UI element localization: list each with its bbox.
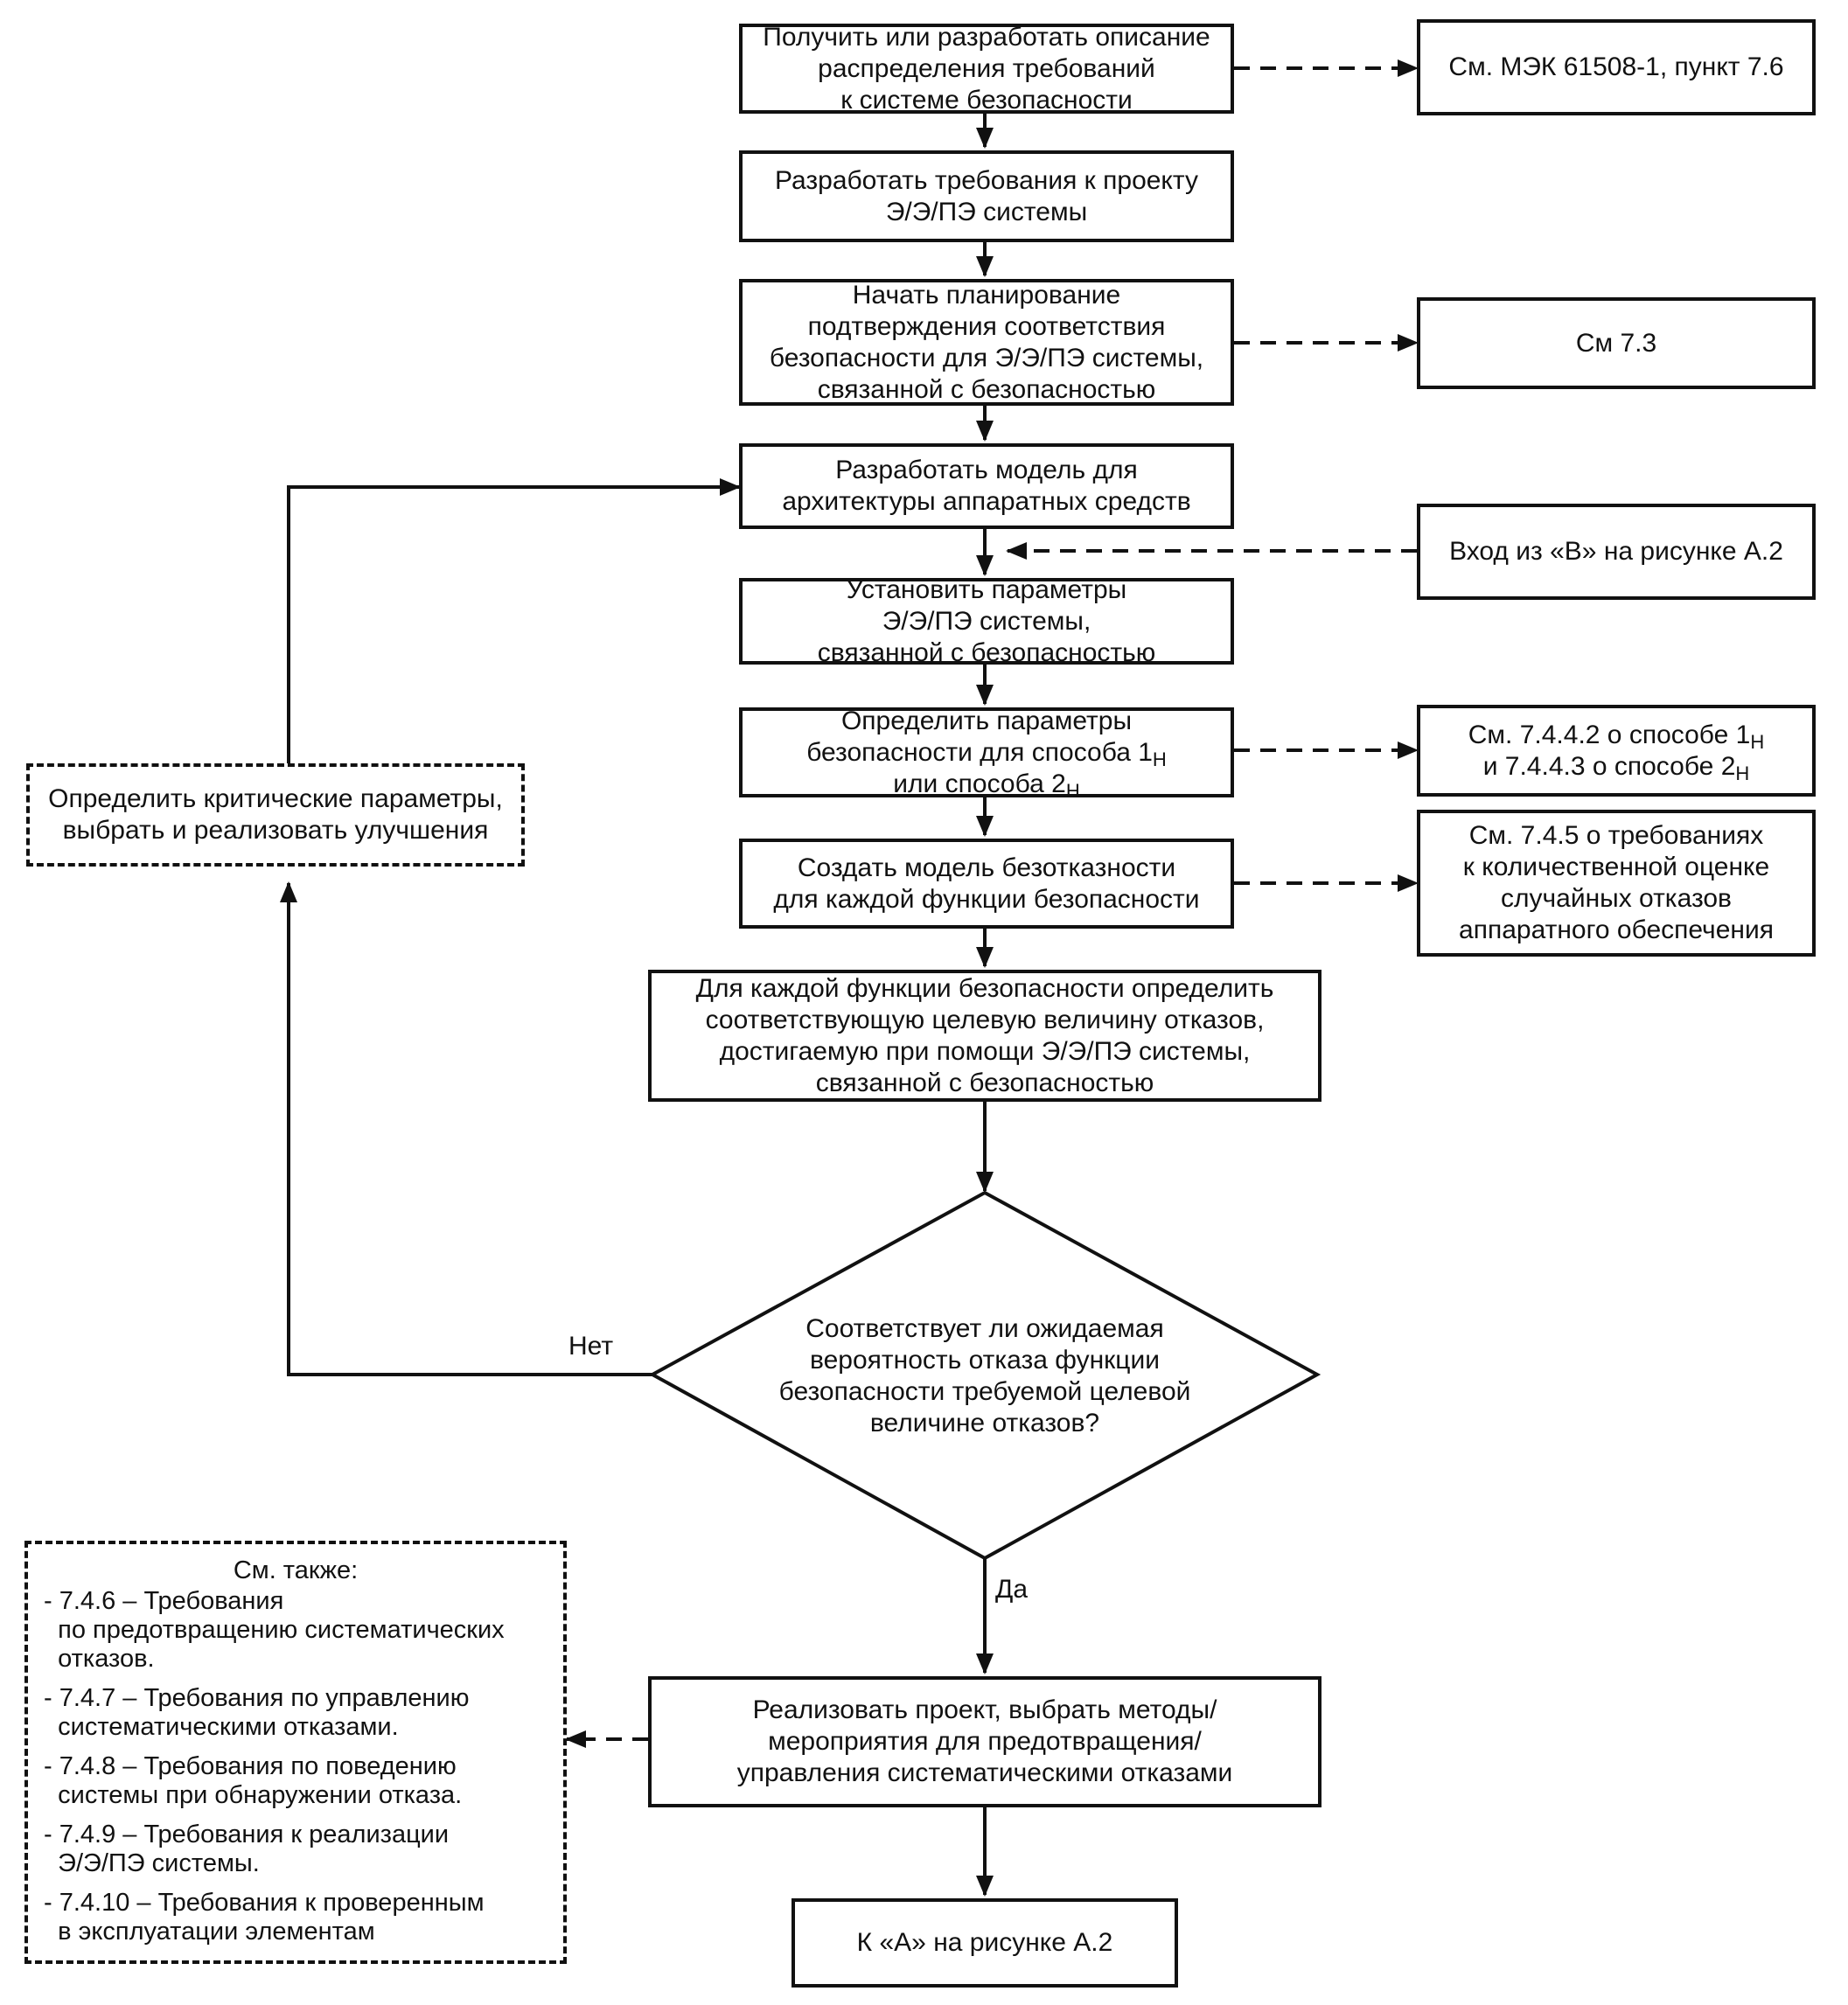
see-7442-line1: См. 7.4.4.2 о способе 1: [1468, 720, 1751, 749]
arrow-no-branch: [280, 881, 652, 1376]
box-obtain-description-text: Получить или разработать описание распре…: [763, 22, 1210, 115]
box-see-iec-text: См. МЭК 61508-1, пункт 7.6: [1448, 52, 1784, 81]
box-see-7-3: См 7.3: [1417, 297, 1816, 389]
box-see-7442-text: См. 7.4.4.2 о способе 1H и 7.4.4.3 о спо…: [1468, 720, 1764, 783]
box-set-parameters-text: Установить параметры Э/Э/ПЭ системы, свя…: [817, 574, 1156, 667]
see-also-item: - 7.4.6 – Требования по предотвращению с…: [44, 1587, 563, 1674]
box-create-model-text: Создать модель безотказности для каждой …: [773, 853, 1200, 914]
box-implement: Реализовать проект, выбрать методы/ меро…: [648, 1676, 1321, 1807]
see-also-item-line: - 7.4.8 – Требования по поведению: [44, 1752, 457, 1780]
box-determine-params-text: Определить параметры безопасности для сп…: [806, 706, 1167, 802]
box-see-745: См. 7.4.5 о требованиях к количественной…: [1417, 810, 1816, 957]
box-see-7442: См. 7.4.4.2 о способе 1H и 7.4.4.3 о спо…: [1417, 705, 1816, 797]
see-also-item-line: - 7.4.9 – Требования к реализации: [44, 1821, 450, 1848]
determine-params-line2-sub: H: [1152, 748, 1167, 770]
see-also-item: - 7.4.7 – Требования по управлению систе…: [44, 1684, 563, 1742]
see-also-item: - 7.4.8 – Требования по поведению систем…: [44, 1752, 563, 1810]
determine-params-line1: Определить параметры: [840, 706, 1133, 735]
see-also-item: - 7.4.10 – Требования к проверенным в эк…: [44, 1889, 563, 1946]
see-7442-line2: и 7.4.4.3 о способе 2: [1482, 751, 1736, 781]
see-also-item: - 7.4.9 – Требования к реализации Э/Э/ПЭ…: [44, 1821, 563, 1878]
box-develop-model: Разработать модель для архитектуры аппар…: [739, 443, 1234, 529]
box-see-745-text: См. 7.4.5 о требованиях к количественной…: [1459, 821, 1774, 944]
see-also-item-line: - 7.4.10 – Требования к проверенным: [44, 1889, 485, 1917]
box-develop-requirements-text: Разработать требования к проекту Э/Э/ПЭ …: [775, 165, 1198, 226]
box-to-a: К «А» на рисунке А.2: [792, 1898, 1178, 1988]
box-target-failure: Для каждой функции безопасности определи…: [648, 970, 1321, 1102]
box-critical-params-text: Определить критические параметры, выбрат…: [48, 784, 503, 845]
see-also-heading: См. также:: [233, 1556, 359, 1584]
determine-params-line3: или способа 2: [893, 769, 1066, 798]
see-also-item-line: - 7.4.7 – Требования по управлению: [44, 1684, 470, 1712]
edge-label-yes: Да: [995, 1575, 1029, 1604]
decision-diamond: [648, 1190, 1321, 1561]
box-obtain-description: Получить или разработать описание распре…: [739, 22, 1234, 115]
box-develop-requirements: Разработать требования к проекту Э/Э/ПЭ …: [739, 150, 1234, 242]
box-determine-params: Определить параметры безопасности для сп…: [739, 706, 1234, 802]
box-input-from-b-text: Вход из «В» на рисунке А.2: [1449, 537, 1783, 566]
see-also-item-line: систематическими отказами.: [44, 1713, 399, 1741]
box-input-from-b: Вход из «В» на рисунке А.2: [1417, 504, 1816, 600]
see-also-item-line: в эксплуатации элементам: [44, 1918, 375, 1946]
see-also-item-line: Э/Э/ПЭ системы.: [44, 1849, 260, 1877]
arrow-loop-back: [287, 478, 741, 763]
decision-text: Соответствует ли ожидаемая вероятность о…: [778, 1314, 1191, 1438]
edge-label-no: Нет: [568, 1332, 614, 1361]
box-target-failure-text: Для каждой функции безопасности определи…: [695, 973, 1274, 1097]
box-to-a-text: К «А» на рисунке А.2: [856, 1928, 1113, 1957]
see-also-item-line: отказов.: [44, 1645, 155, 1673]
box-critical-params: Определить критические параметры, выбрат…: [26, 763, 525, 867]
see-7442-line1-sub: H: [1750, 730, 1765, 753]
determine-params-line2: безопасности для способа 1: [806, 737, 1153, 767]
determine-params-line3-sub: H: [1065, 779, 1080, 802]
box-see-also: См. также: - 7.4.6 – Требования по предо…: [24, 1541, 567, 1964]
box-develop-model-text: Разработать модель для архитектуры аппар…: [782, 456, 1191, 516]
see-also-item-line: по предотвращению систематических: [44, 1616, 505, 1644]
box-start-planning-text: Начать планирование подтверждения соотве…: [769, 280, 1204, 404]
box-implement-text: Реализовать проект, выбрать методы/ меро…: [736, 1695, 1233, 1787]
box-see-7-3-text: См 7.3: [1575, 328, 1657, 358]
box-see-iec: См. МЭК 61508-1, пункт 7.6: [1417, 19, 1816, 115]
box-start-planning: Начать планирование подтверждения соотве…: [739, 279, 1234, 406]
box-set-parameters: Установить параметры Э/Э/ПЭ системы, свя…: [739, 575, 1234, 667]
see-also-item-line: - 7.4.6 – Требования: [44, 1587, 284, 1615]
see-also-item-line: системы при обнаружении отказа.: [44, 1781, 463, 1809]
see-7442-line2-sub: H: [1735, 762, 1750, 784]
box-create-model: Создать модель безотказности для каждой …: [739, 839, 1234, 929]
